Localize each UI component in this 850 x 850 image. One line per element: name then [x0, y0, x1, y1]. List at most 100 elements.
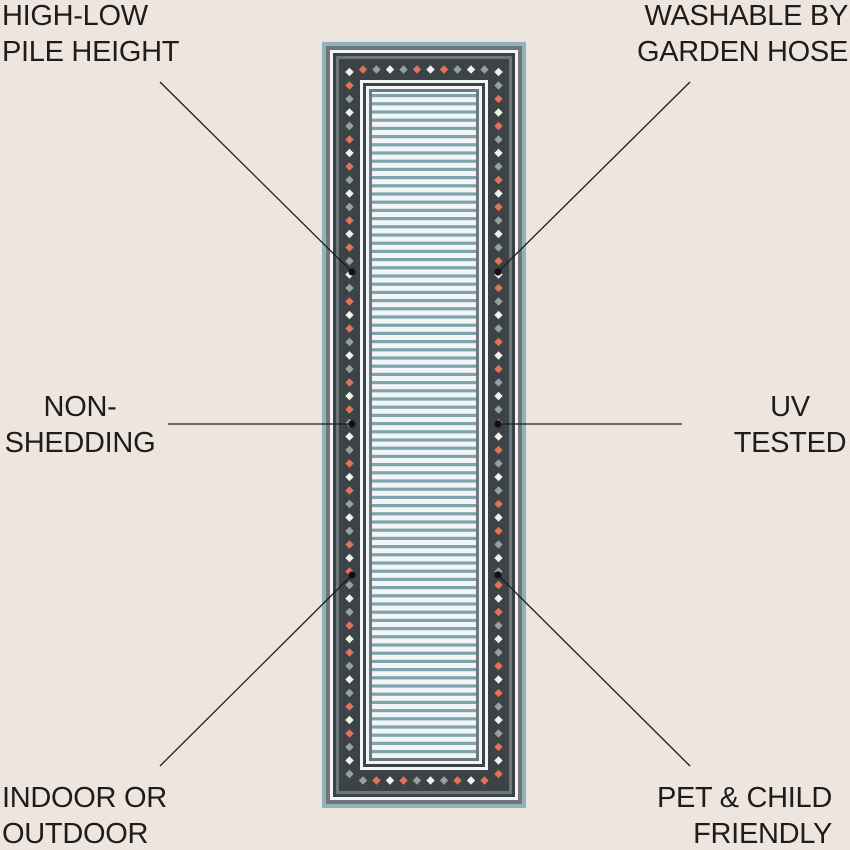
- rug-stripe: [372, 266, 476, 270]
- leader-line-bottom-left: [159, 574, 353, 767]
- feature-label-washable: WASHABLE BY GARDEN HOSE: [637, 0, 848, 70]
- rug-diamond-motif: [453, 65, 462, 74]
- rug-stripe: [372, 561, 476, 565]
- rug-stripe: [372, 471, 476, 475]
- rug-diamond-motif: [494, 594, 503, 603]
- rug-stripe: [372, 331, 476, 335]
- rug-stripe: [372, 438, 476, 442]
- rug-diamond-motif: [494, 135, 503, 144]
- rug-stripe: [372, 545, 476, 549]
- rug-stripe: [372, 299, 476, 303]
- rug-stripe: [372, 143, 476, 147]
- rug-stripe: [372, 413, 476, 417]
- rug-diamond-motif: [385, 776, 395, 785]
- rug-stripe: [372, 340, 476, 344]
- rug-diamond-motif: [494, 459, 503, 468]
- rug-diamond-motif: [439, 65, 449, 74]
- feature-label-line: NON-: [43, 391, 117, 423]
- rug-stripe: [372, 430, 476, 434]
- feature-label-line: HIGH-LOW: [2, 0, 148, 32]
- rug-diamond-motif: [494, 81, 503, 90]
- rug-diamond-motif: [439, 776, 449, 785]
- rug-diamond-motif: [494, 297, 503, 306]
- rug-stripe: [372, 709, 476, 713]
- rug-stripe: [372, 167, 476, 171]
- rug-diamond-motif: [345, 580, 354, 590]
- rug-stripe: [372, 569, 476, 573]
- rug-stripe: [372, 733, 476, 737]
- rug-diamond-motif: [372, 65, 381, 74]
- rug-stripe: [372, 553, 476, 557]
- rug-stripe: [372, 405, 476, 409]
- rug-diamond-motif: [494, 229, 503, 239]
- rug-diamond-motif: [494, 148, 503, 158]
- rug-stripe: [372, 512, 476, 516]
- rug-diamond-motif: [494, 661, 503, 671]
- rug-diamond-motif: [345, 702, 354, 711]
- rug-diamond-motif: [399, 65, 408, 74]
- rug-diamond-motif: [453, 776, 462, 785]
- rug-diamond-motif: [345, 594, 354, 603]
- rug-diamond-motif: [345, 310, 354, 320]
- rug-diamond-motif: [494, 675, 503, 684]
- leader-line-top-left: [159, 81, 353, 273]
- rug-diamond-motif: [345, 742, 354, 752]
- rug-diamond-motif: [345, 756, 354, 765]
- rug-diamond-motif: [345, 216, 354, 225]
- rug-diamond-motif: [372, 776, 381, 785]
- rug-diamond-motif: [494, 715, 503, 725]
- rug-diamond-motif: [345, 378, 354, 387]
- rug-diamond-motif: [494, 283, 503, 293]
- feature-label-line: INDOOR OR: [2, 782, 167, 814]
- rug-diamond-motif: [494, 324, 503, 333]
- rug-stripe: [372, 487, 476, 491]
- rug-diamond-motif: [494, 67, 503, 77]
- rug-stripe: [372, 225, 476, 229]
- rug-diamond-motif: [494, 121, 503, 131]
- rug-diamond-motif: [345, 486, 354, 495]
- rug-diamond-motif: [494, 472, 503, 482]
- leader-dot-bottom-left: [348, 571, 356, 579]
- rug-diamond-motif: [494, 189, 503, 198]
- rug-diamond-motif: [345, 499, 354, 509]
- rug-stripe: [372, 381, 476, 385]
- leader-dot-bottom-right: [494, 571, 502, 579]
- feature-label-pet-child: PET & CHILD FRIENDLY: [657, 780, 832, 850]
- rug-diamond-motif: [494, 310, 503, 320]
- rug-diamond-motif: [345, 445, 354, 455]
- rug-diamond-motif: [494, 499, 503, 509]
- feature-label-line: UV: [770, 391, 810, 423]
- rug-diamond-motif: [345, 634, 354, 644]
- rug-stripe: [372, 692, 476, 696]
- leader-line-bottom-right: [497, 574, 691, 767]
- rug-diamond-motif: [345, 229, 354, 239]
- rug-stripe: [372, 249, 476, 253]
- rug-diamond-motif: [345, 351, 354, 360]
- feature-label-line: WASHABLE BY: [644, 0, 848, 32]
- rug-diamond-motif: [345, 526, 354, 536]
- rug-diamond-motif: [345, 472, 354, 482]
- rug-diamond-motif: [399, 776, 408, 785]
- rug-stripe: [372, 741, 476, 745]
- rug-diamond-motif: [345, 283, 354, 293]
- rug-diamond-motif: [494, 202, 503, 212]
- feature-label-indoor-outdoor: INDOOR OR OUTDOOR: [2, 780, 167, 850]
- rug-stripe: [372, 504, 476, 508]
- rug-stripe: [372, 577, 476, 581]
- rug-stripe: [372, 274, 476, 278]
- rug-stripe: [372, 594, 476, 598]
- feature-label-line: FRIENDLY: [693, 818, 832, 850]
- rug-diamond-motif: [466, 65, 476, 74]
- rug-diamond-motif: [494, 553, 503, 563]
- rug-diamond-motif: [358, 776, 368, 785]
- rug-diamond-motif: [466, 776, 476, 785]
- rug-diamond-motif: [345, 189, 354, 198]
- feature-label-line: SHEDDING: [4, 427, 156, 459]
- rug-diamond-motif: [494, 337, 503, 347]
- leader-dot-top-right: [494, 268, 502, 276]
- rug-stripe: [372, 184, 476, 188]
- rug-diamond-motif: [494, 351, 503, 360]
- feature-label-line: PET & CHILD: [656, 782, 832, 814]
